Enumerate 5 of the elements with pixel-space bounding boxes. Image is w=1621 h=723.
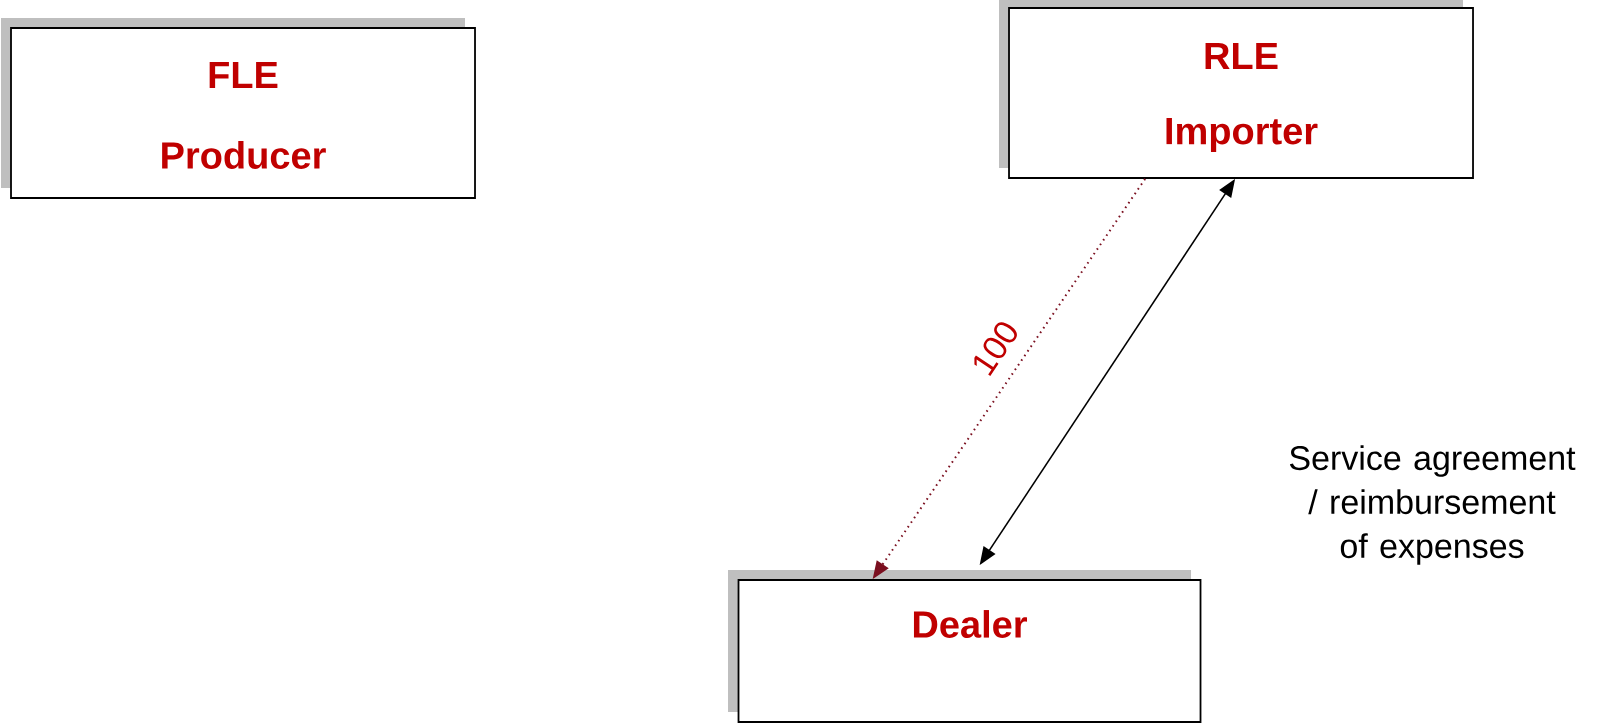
box: FLE Producer	[1, 18, 476, 199]
edge-label: 100	[959, 305, 1031, 391]
box: RLE Importer	[999, 0, 1474, 179]
box: Dealer	[728, 570, 1202, 723]
note-text: Service agreement / reimbursement of expenses	[1289, 445, 1576, 565]
